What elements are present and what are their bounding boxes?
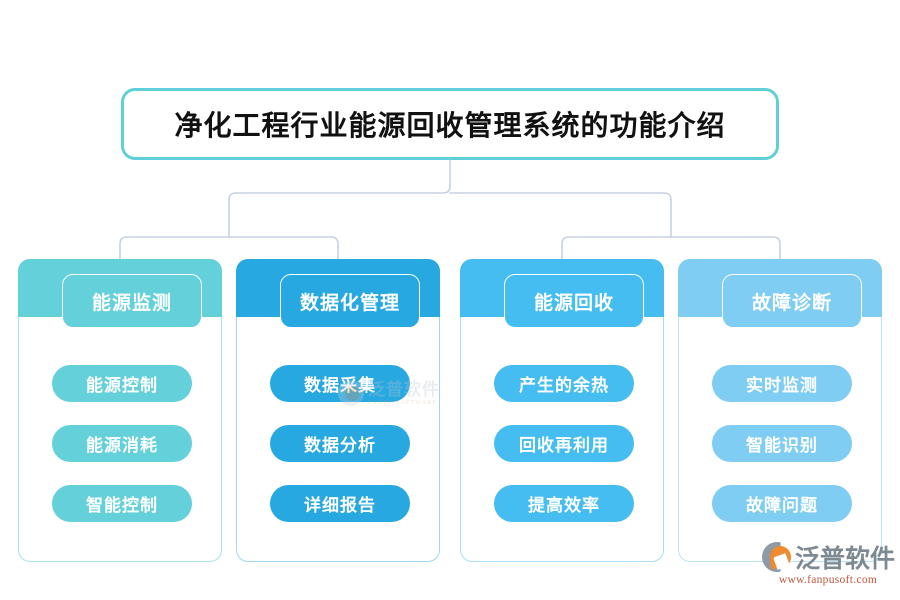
branch-label-1[interactable]: 能源监测 [62, 274, 202, 328]
diagram-title-box: 净化工程行业能源回收管理系统的功能介绍 [121, 88, 779, 160]
branch-item-1-0[interactable]: 能源控制 [52, 365, 192, 402]
branch-item-3-2[interactable]: 提高效率 [494, 485, 634, 522]
brand-row: 泛普软件 [762, 541, 896, 573]
branch-label-2[interactable]: 数据化管理 [280, 274, 420, 328]
brand-name: 泛普软件 [795, 546, 896, 573]
branch-item-1-1[interactable]: 能源消耗 [52, 425, 192, 462]
branch-item-3-0[interactable]: 产生的余热 [494, 365, 634, 402]
branch-item-2-0[interactable]: 数据采集 [270, 365, 410, 402]
fanpu-logo-icon [762, 542, 793, 572]
page-title: 净化工程行业能源回收管理系统的功能介绍 [174, 111, 726, 142]
branch-item-2-1[interactable]: 数据分析 [270, 425, 410, 462]
branch-item-2-2[interactable]: 详细报告 [270, 485, 410, 522]
branch-item-3-1[interactable]: 回收再利用 [494, 425, 634, 462]
branch-label-3[interactable]: 能源回收 [504, 274, 644, 328]
branch-card-2[interactable]: 数据化管理 数据采集 数据分析 详细报告 [236, 259, 440, 562]
branch-card-4[interactable]: 故障诊断 实时监测 智能识别 故障问题 [678, 259, 882, 562]
brand-url: www.fanpusoft.com [778, 574, 878, 586]
branch-item-1-2[interactable]: 智能控制 [52, 485, 192, 522]
brand-logo: 泛普软件 www.fanpusoft.com [762, 541, 896, 591]
branch-item-4-2[interactable]: 故障问题 [712, 485, 852, 522]
branch-card-1[interactable]: 能源监测 能源控制 能源消耗 智能控制 [18, 259, 222, 562]
branch-card-3[interactable]: 能源回收 产生的余热 回收再利用 提高效率 [460, 259, 664, 562]
branch-item-4-1[interactable]: 智能识别 [712, 425, 852, 462]
branch-label-4[interactable]: 故障诊断 [722, 274, 862, 328]
branch-item-4-0[interactable]: 实时监测 [712, 365, 852, 402]
